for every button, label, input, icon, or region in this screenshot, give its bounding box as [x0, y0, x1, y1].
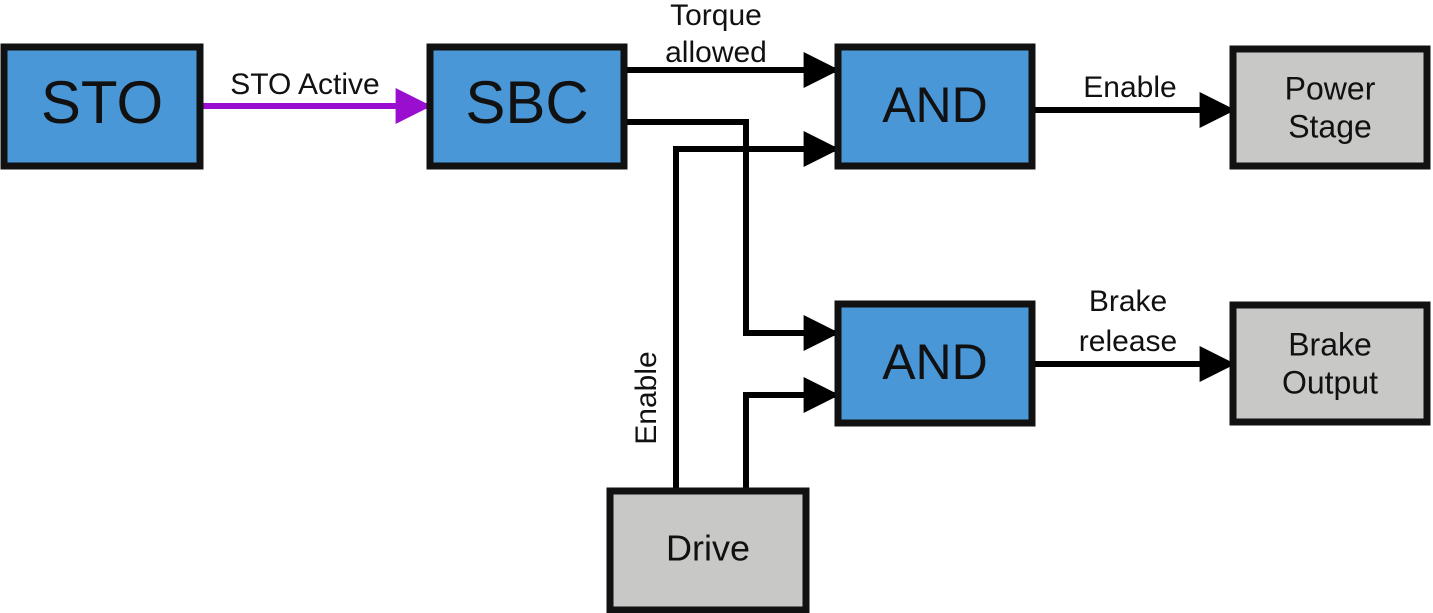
connectors	[202, 52, 1236, 490]
drive-enable-arrow	[673, 131, 840, 490]
brake-output-label-line2: Output	[1282, 364, 1378, 400]
sbc-block: SBC	[426, 43, 628, 170]
torque-allowed-label-line2: allowed	[665, 36, 767, 69]
enable-drive-label: Enable	[630, 351, 663, 444]
power-stage-block: Power Stage	[1229, 45, 1431, 170]
and-top-block: AND	[834, 43, 1036, 170]
brake-output-label-line1: Brake	[1288, 326, 1372, 362]
and-bottom-label: AND	[882, 334, 988, 390]
sto-block-label: STO	[41, 69, 163, 136]
power-stage-label-line1: Power	[1285, 70, 1376, 106]
enable-power-label: Enable	[1083, 71, 1176, 104]
sbc-to-brake-and-arrow	[626, 119, 840, 351]
sto-block: STO	[0, 43, 204, 170]
brake-release-label-line2: release	[1079, 325, 1177, 358]
sbc-block-label: SBC	[465, 69, 588, 136]
brake-output-block: Brake Output	[1229, 301, 1431, 426]
torque-allowed-label-line1: Torque	[670, 0, 762, 32]
drive-label: Drive	[666, 528, 750, 569]
brake-release-label-line1: Brake	[1089, 285, 1167, 318]
sto-active-label: STO Active	[230, 68, 380, 101]
power-stage-label-line2: Stage	[1288, 108, 1372, 144]
drive-brake-arrow	[743, 377, 840, 490]
connector-labels: STO Active Torque allowed Enable Brake r…	[230, 0, 1177, 445]
and-top-label: AND	[882, 77, 988, 133]
and-bottom-block: AND	[834, 300, 1036, 427]
drive-block: Drive	[606, 487, 810, 613]
